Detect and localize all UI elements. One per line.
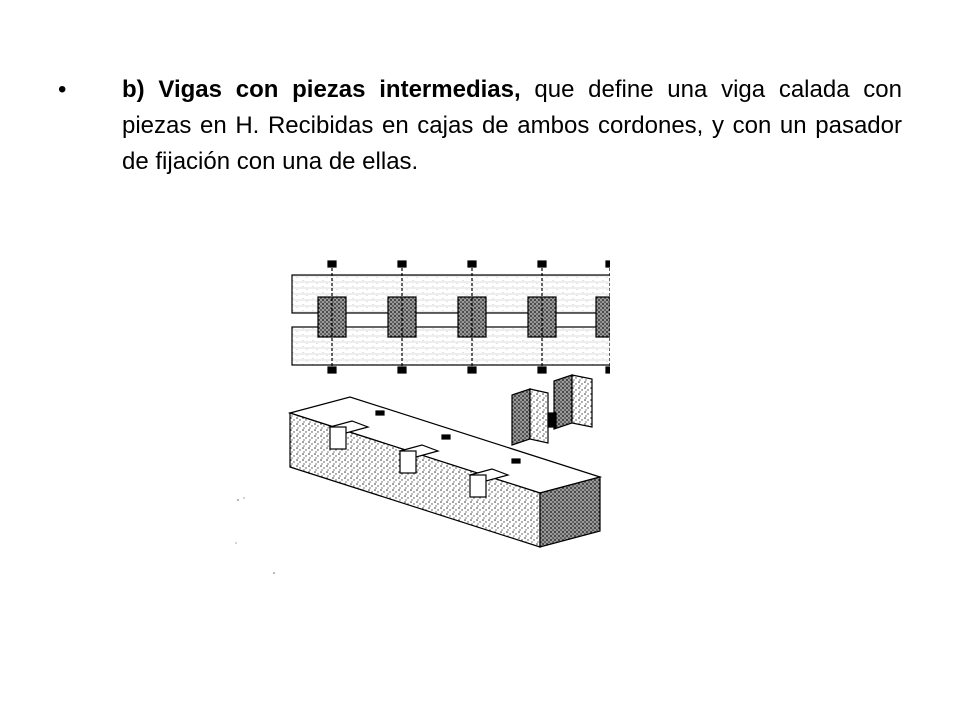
bullet-body: que define una viga calada con piezas en… [122,76,902,175]
bullet-marker: • [58,76,67,103]
elevation-view [291,260,610,374]
bullet-text: b) Vigas con piezas intermedias, que def… [122,72,902,180]
bullet-bold-heading: b) Vigas con piezas intermedias, [122,76,521,103]
beam-diagram-figure [230,255,610,585]
perspective-chord [287,396,603,548]
beam-diagram-icon [235,260,610,574]
h-piece [511,374,593,446]
